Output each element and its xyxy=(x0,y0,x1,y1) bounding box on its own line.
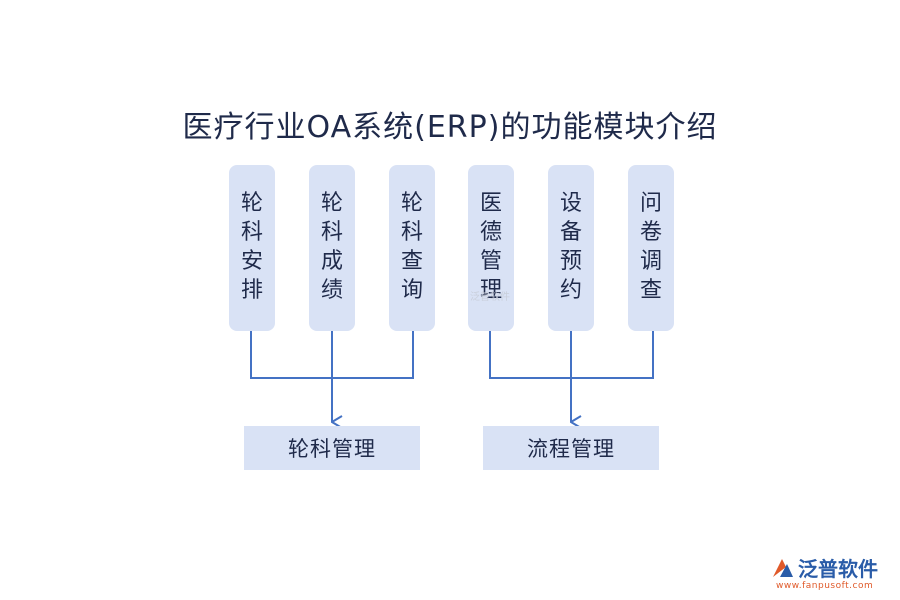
module-label: 轮科成绩 xyxy=(320,191,343,303)
logo-name: 泛普软件 xyxy=(798,557,878,581)
module-box-rotation-query: 轮科查询 xyxy=(389,165,435,331)
group-label: 流程管理 xyxy=(527,437,615,461)
watermark-text: 泛普软件 xyxy=(470,292,510,303)
logo-mark-icon xyxy=(773,559,793,577)
right-group-connectors xyxy=(489,331,654,422)
module-label: 轮科查询 xyxy=(400,191,423,303)
module-box-rotation-scores: 轮科成绩 xyxy=(309,165,355,331)
brand-logo: 泛普软件 www.fanpusoft.com xyxy=(770,553,895,593)
left-group-connectors xyxy=(250,331,414,422)
module-label: 轮科安排 xyxy=(240,191,263,303)
module-box-rotation-schedule: 轮科安排 xyxy=(229,165,275,331)
group-label: 轮科管理 xyxy=(288,437,376,461)
page-title: 医疗行业OA系统(ERP)的功能模块介绍 xyxy=(182,110,718,145)
module-box-survey: 问卷调查 xyxy=(628,165,674,331)
module-box-equipment-booking: 设备预约 xyxy=(548,165,594,331)
logo-url: www.fanpusoft.com xyxy=(776,581,874,591)
module-label: 医德管理 xyxy=(479,191,502,303)
module-label: 问卷调查 xyxy=(639,191,662,303)
module-label: 设备预约 xyxy=(559,191,582,303)
group-box-rotation-management: 轮科管理 xyxy=(244,426,420,470)
module-box-ethics-management: 医德管理 xyxy=(468,165,514,331)
group-box-process-management: 流程管理 xyxy=(483,426,659,470)
